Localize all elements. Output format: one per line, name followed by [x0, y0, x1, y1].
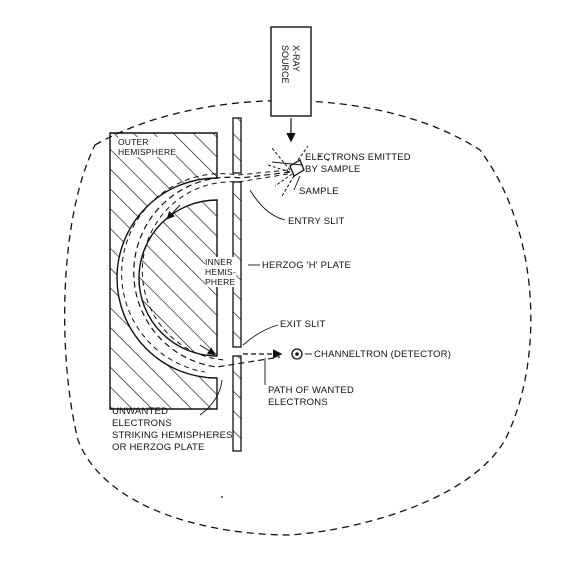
herzog-plate-label: HERZOG 'H' PLATE [262, 260, 351, 271]
herzog-plate-top [232, 117, 242, 174]
sample-label: SAMPLE [299, 186, 339, 197]
electrons-emitted-label-line1: ELECTRONS EMITTED [305, 152, 411, 163]
leader-lines [199, 161, 312, 416]
outer-hemisphere-label: OUTER HEMISPHERE [118, 137, 177, 157]
channeltron-label: CHANNELTRON (DETECTOR) [314, 349, 452, 360]
unwanted-electrons-label: UNWANTED ELECTRONS STRIKING HEMISPHERES … [112, 406, 233, 454]
trajectory-arrow-top [166, 204, 181, 220]
channeltron-detector-core [295, 352, 299, 356]
unwanted-label-line1: UNWANTED [112, 406, 169, 417]
inner-hemisphere-label-line3: PHERE [205, 277, 236, 287]
xray-source-label-line1: X-RAY [291, 45, 301, 72]
unwanted-label-line3: STRIKING HEMISPHERES [112, 430, 233, 441]
outer-hemisphere-label-line2: HEMISPHERE [118, 147, 177, 157]
vacuum-chamber-outline [64, 99, 532, 536]
electron-trajectory-outer [121, 169, 289, 373]
outer-hemisphere-label-line1: OUTER [118, 137, 149, 147]
outer-hemisphere [109, 132, 218, 410]
inner-hemisphere-label-line1: INNER [205, 257, 233, 267]
specks [221, 155, 329, 498]
herzog-plate-bottom [232, 355, 242, 452]
xray-source-label: X-RAY SOURCE [279, 45, 301, 84]
path-wanted-label: PATH OF WANTED ELECTRONS [268, 385, 354, 409]
electron-trajectory-inner [141, 173, 289, 361]
sample-marker [289, 159, 305, 177]
xray-source-box [270, 26, 312, 117]
path-wanted-label-line1: PATH OF WANTED [268, 385, 355, 396]
electrons-emitted-label-line2: BY SAMPLE [305, 164, 361, 175]
unwanted-label-line2: ELECTRONS [112, 418, 172, 429]
electrons-emitted-label: ELECTRONS EMITTED BY SAMPLE [305, 152, 411, 176]
exit-slit-label: EXIT SLIT [280, 319, 326, 330]
trajectory-arrow-bottom [199, 344, 216, 356]
path-wanted-label-line2: ELECTRONS [268, 397, 328, 408]
inner-hemisphere [138, 199, 218, 357]
unwanted-label-line4: OR HERZOG PLATE [112, 442, 205, 453]
emitted-electron-rays [267, 145, 309, 197]
inner-hemisphere-label: INNER HEMIS- PHERE [205, 257, 236, 287]
xray-source-label-line2: SOURCE [280, 45, 290, 84]
entry-slit-label: ENTRY SLIT [288, 216, 345, 227]
inner-hemisphere-label-line2: HEMIS- [205, 267, 236, 277]
